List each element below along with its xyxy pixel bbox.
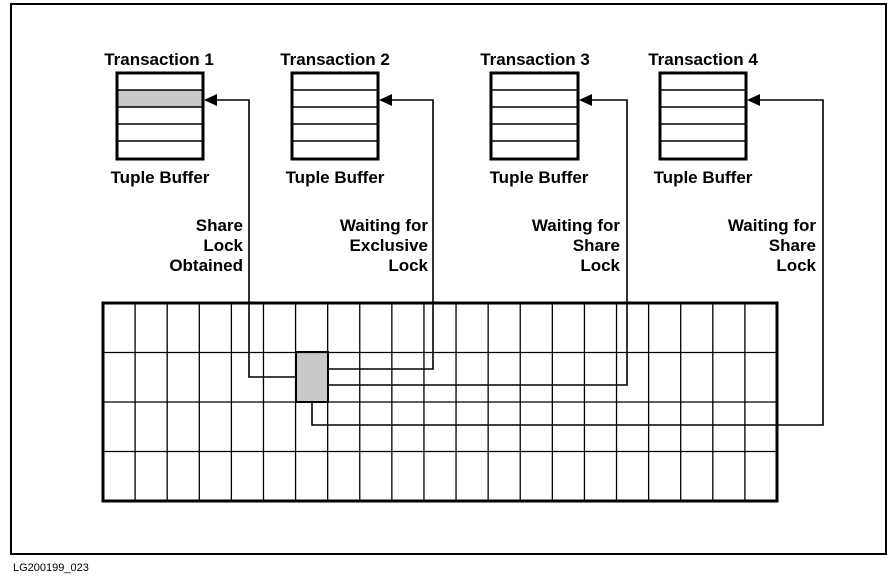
transaction-1-status-line-3: Obtained	[169, 256, 243, 275]
transaction-1-status-line-1: Share	[196, 216, 243, 235]
transaction-3-status-line-3: Lock	[580, 256, 620, 275]
connector-transaction-2	[328, 99, 434, 370]
connector-transaction-4	[311, 99, 824, 426]
outer-frame	[10, 3, 887, 555]
transaction-1-tuple-buffer	[115, 71, 205, 161]
transaction-2-status-line-2: Exclusive	[350, 236, 428, 255]
transaction-1-buffer-label: Tuple Buffer	[111, 168, 210, 187]
connector-transaction-3	[328, 99, 628, 386]
transaction-2: Transaction 2 Tuple Buffer Waiting for E…	[280, 50, 428, 275]
grid-lines	[103, 303, 777, 501]
transaction-1-title: Transaction 1	[104, 50, 214, 69]
transaction-1-status-line-2: Lock	[203, 236, 243, 255]
transaction-3-status-line-1: Waiting for	[532, 216, 621, 235]
transaction-4-title: Transaction 4	[648, 50, 758, 69]
locked-tuple-cell	[295, 351, 329, 403]
transaction-2-tuple-buffer	[290, 71, 380, 161]
transaction-2-status-line-1: Waiting for	[340, 216, 429, 235]
table-grid	[101, 301, 779, 503]
transaction-4-tuple-buffer	[658, 71, 748, 161]
arrowhead-icon	[379, 94, 392, 106]
transaction-2-status-line-3: Lock	[388, 256, 428, 275]
transaction-4-status-line-3: Lock	[776, 256, 816, 275]
table-border	[101, 301, 779, 503]
transaction-4-status-line-1: Waiting for	[728, 216, 817, 235]
transaction-3-tuple-buffer	[489, 71, 580, 161]
connector-transaction-1	[215, 99, 296, 378]
lock-connectors	[215, 99, 824, 426]
arrowhead-icon	[579, 94, 592, 106]
transaction-2-title: Transaction 2	[280, 50, 390, 69]
arrowhead-icon	[204, 94, 217, 106]
transaction-2-buffer-label: Tuple Buffer	[286, 168, 385, 187]
transaction-4: Transaction 4 Tuple Buffer Waiting for S…	[648, 50, 816, 275]
transaction-3-status-line-2: Share	[573, 236, 620, 255]
connector-arrowheads	[204, 94, 760, 106]
transaction-1-filled-row	[117, 90, 203, 107]
transaction-3: Transaction 3 Tuple Buffer Waiting for S…	[480, 50, 620, 275]
figure-id: LG200199_023	[13, 562, 89, 574]
transaction-4-buffer-label: Tuple Buffer	[654, 168, 753, 187]
transaction-3-buffer-label: Tuple Buffer	[490, 168, 589, 187]
transaction-3-title: Transaction 3	[480, 50, 590, 69]
arrowhead-icon	[747, 94, 760, 106]
transaction-4-status-line-2: Share	[769, 236, 816, 255]
transaction-1: Transaction 1 Tuple Buffer Share Lock Ob…	[104, 50, 243, 275]
